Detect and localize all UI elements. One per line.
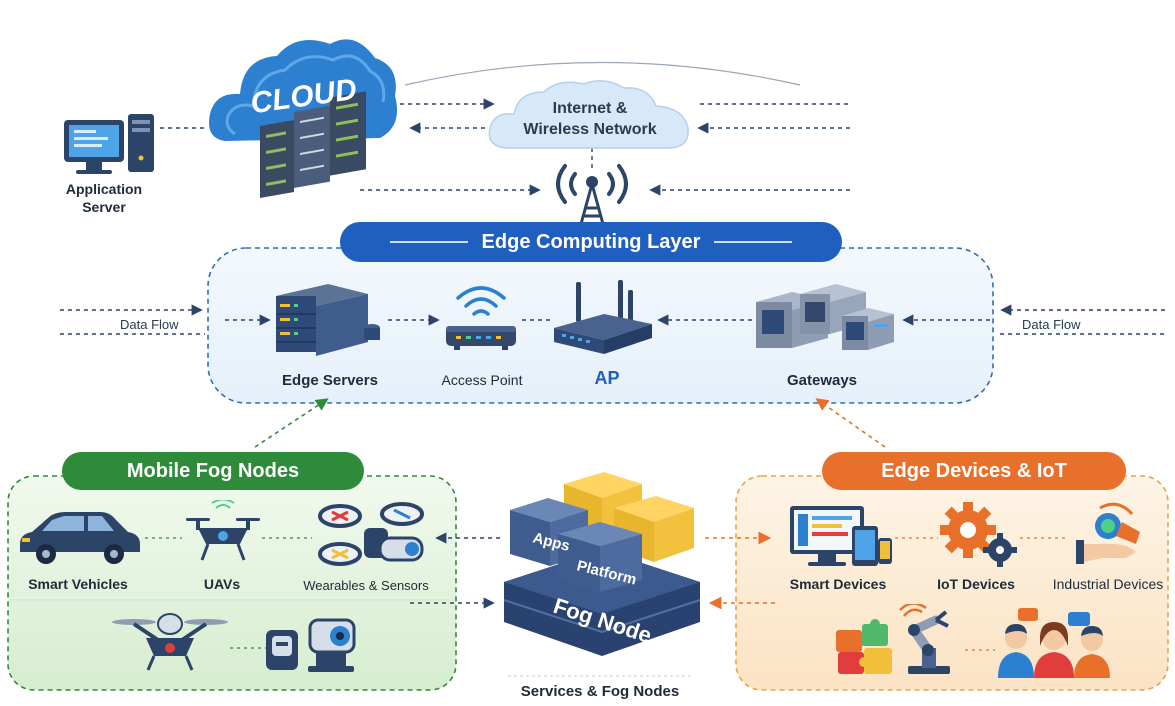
fog-node-icon: Apps Platform Fog Node bbox=[503, 472, 701, 656]
fog-node-caption: Services & Fog Nodes bbox=[520, 683, 680, 700]
application-server-icon bbox=[64, 114, 154, 174]
industrial-devices-label: Industrial Devices bbox=[1052, 576, 1164, 592]
mobile-fog-title-banner: Mobile Fog Nodes bbox=[62, 452, 364, 490]
top-connectors bbox=[160, 98, 850, 196]
industrial-devices-icon bbox=[1076, 502, 1140, 564]
wireless-tower-icon bbox=[556, 164, 628, 225]
data-flow-right-label: Data Flow bbox=[1022, 317, 1081, 332]
iot-devices-label: IoT Devices bbox=[937, 576, 1015, 592]
edge-servers-icon bbox=[276, 284, 380, 356]
internet-label: Internet & Wireless Network bbox=[523, 98, 656, 140]
application-server-label: Application Server bbox=[66, 180, 142, 216]
edge-layer-title: Edge Computing Layer bbox=[481, 230, 701, 253]
puzzle-icon bbox=[836, 619, 892, 674]
mobile-to-edge-arrow bbox=[254, 398, 329, 448]
sensor-cameras-icon bbox=[266, 618, 356, 672]
mobile-inner-connectors bbox=[145, 537, 312, 649]
edge-connectors bbox=[60, 304, 1165, 335]
users-icon bbox=[998, 608, 1110, 678]
application-server-line1: Application bbox=[65, 181, 143, 197]
smart-vehicles-label: Smart Vehicles bbox=[28, 576, 128, 592]
mobile-fog-title: Mobile Fog Nodes bbox=[126, 459, 300, 482]
top-arc bbox=[404, 61, 801, 86]
smart-vehicle-icon bbox=[20, 512, 140, 564]
data-flow-left-label: Data Flow bbox=[120, 317, 179, 332]
wearables-icon bbox=[318, 502, 424, 566]
edge-devices-title: Edge Devices & IoT bbox=[881, 459, 1067, 482]
iot-to-edge-arrow bbox=[815, 398, 886, 448]
edge-devices-title-banner: Edge Devices & IoT bbox=[822, 452, 1126, 490]
iot-gears-icon bbox=[940, 502, 1017, 567]
uav-icon bbox=[186, 500, 260, 561]
ap-label: AP bbox=[594, 368, 620, 388]
access-point-icon bbox=[446, 286, 516, 350]
edge-servers-label: Edge Servers bbox=[282, 372, 378, 389]
uavs-label: UAVs bbox=[203, 576, 241, 592]
ap-router-icon bbox=[554, 280, 652, 354]
smart-devices-icon bbox=[790, 506, 892, 566]
application-server-line2: Server bbox=[82, 199, 126, 215]
internet-line2: Wireless Network bbox=[523, 121, 657, 138]
robotic-arm-icon bbox=[899, 604, 950, 674]
internet-line1: Internet & bbox=[552, 100, 628, 117]
banner-rule-left bbox=[389, 241, 468, 243]
gateways-label: Gateways bbox=[786, 372, 858, 389]
drone-icon bbox=[112, 613, 228, 671]
internet-cloud-icon bbox=[488, 80, 689, 149]
banner-rule-right bbox=[714, 241, 793, 243]
access-point-label: Access Point bbox=[441, 372, 523, 388]
smart-devices-label: Smart Devices bbox=[789, 576, 887, 592]
gateways-icon bbox=[756, 284, 894, 350]
iot-inner-connectors bbox=[895, 537, 1068, 651]
edge-layer-title-banner: Edge Computing Layer bbox=[340, 222, 842, 262]
cloud-icon: CLOUD bbox=[209, 39, 398, 198]
wearables-label: Wearables & Sensors bbox=[303, 578, 429, 593]
